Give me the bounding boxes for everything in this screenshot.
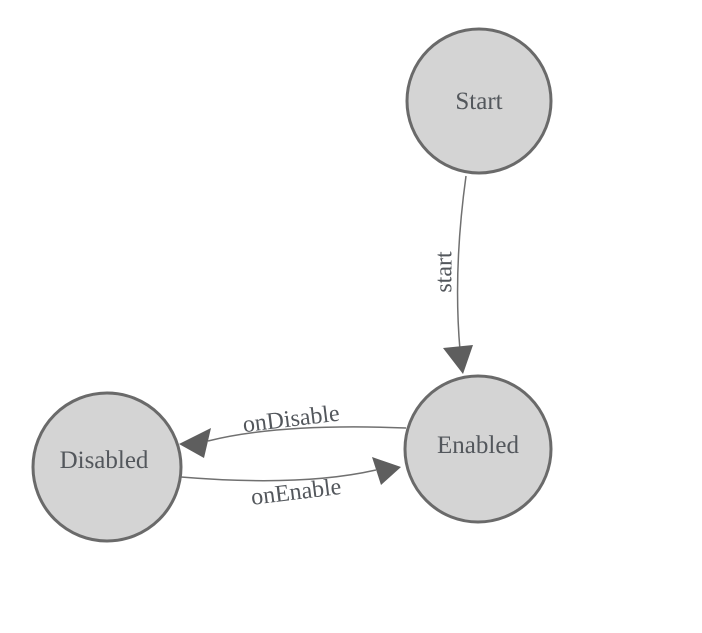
edge-disabled-to-enabled	[180, 469, 377, 482]
edge-start-to-enabled	[456, 175, 467, 351]
edge-label-start: start	[431, 251, 457, 293]
node-start-label: Start	[455, 88, 502, 115]
node-disabled-label: Disabled	[60, 447, 149, 474]
arrowhead-disabled-to-enabled	[372, 457, 401, 485]
edge-label-ondisable: onDisable	[241, 401, 341, 439]
edge-enabled-to-disabled	[207, 426, 407, 442]
edge-label-onenable: onEnable	[250, 474, 343, 511]
arrowhead-enabled-to-disabled	[179, 428, 211, 458]
node-enabled-label: Enabled	[437, 432, 519, 459]
node-enabled[interactable]	[403, 374, 553, 524]
arrowhead-start-to-enabled	[443, 345, 473, 374]
node-disabled[interactable]	[31, 391, 183, 543]
node-start[interactable]	[405, 27, 553, 175]
